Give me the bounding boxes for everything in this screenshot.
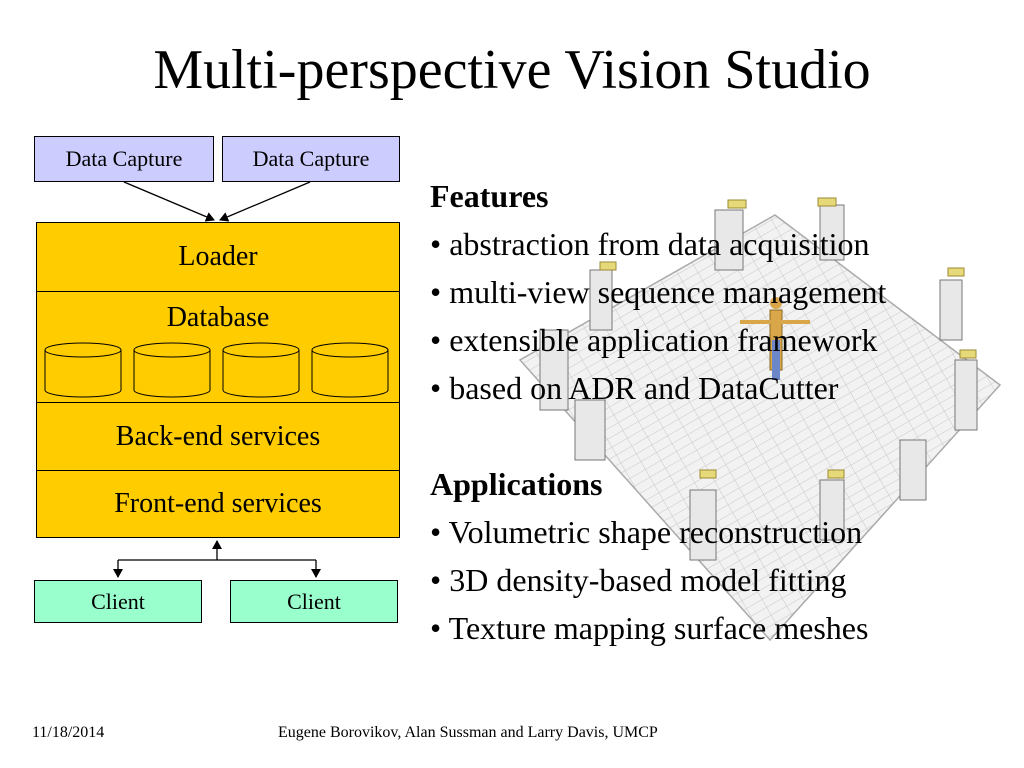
data-capture-box-2: Data Capture <box>222 136 400 182</box>
data-capture-box-1: Data Capture <box>34 136 214 182</box>
front-end-layer: Front-end services <box>114 488 322 519</box>
features-item: • abstraction from data acquisition <box>430 226 870 262</box>
applications-item: • Volumetric shape reconstruction <box>430 514 863 550</box>
footer-date: 11/18/2014 <box>32 724 105 741</box>
slide-title: Multi-perspective Vision Studio <box>153 39 871 101</box>
database-label: Database <box>166 302 270 333</box>
database-cylinder-icon <box>44 342 122 398</box>
features-item: • based on ADR and DataCutter <box>430 370 839 406</box>
features-panel: Features • abstraction from data acquisi… <box>430 172 1020 652</box>
client-box-1: Client <box>34 580 202 623</box>
footer-authors: Eugene Borovikov, Alan Sussman and Larry… <box>278 724 658 741</box>
layer-divider <box>37 402 399 403</box>
system-stack: Loader Database <box>36 222 400 538</box>
client-box-2: Client <box>230 580 398 623</box>
database-cylinders <box>44 342 389 398</box>
features-item: • multi-view sequence management <box>430 274 887 310</box>
applications-item: • Texture mapping surface meshes <box>430 610 869 646</box>
features-heading: Features <box>430 178 549 214</box>
back-end-layer: Back-end services <box>115 420 321 452</box>
layer-divider <box>37 291 399 292</box>
camera-heads <box>599 197 977 479</box>
section-spacer <box>430 412 1020 460</box>
database-cylinder-icon <box>133 342 211 398</box>
applications-heading: Applications <box>430 466 603 502</box>
camera-stands <box>539 204 978 561</box>
database-layer: Database <box>37 292 399 402</box>
features-item: • extensible application framework <box>430 322 878 358</box>
database-cylinder-icon <box>222 342 300 398</box>
layer-divider <box>37 470 399 471</box>
figure-silhouette <box>740 297 810 380</box>
database-cylinder-icon <box>311 342 389 398</box>
applications-item: • 3D density-based model fitting <box>430 562 847 598</box>
loader-layer: Loader <box>178 241 258 272</box>
